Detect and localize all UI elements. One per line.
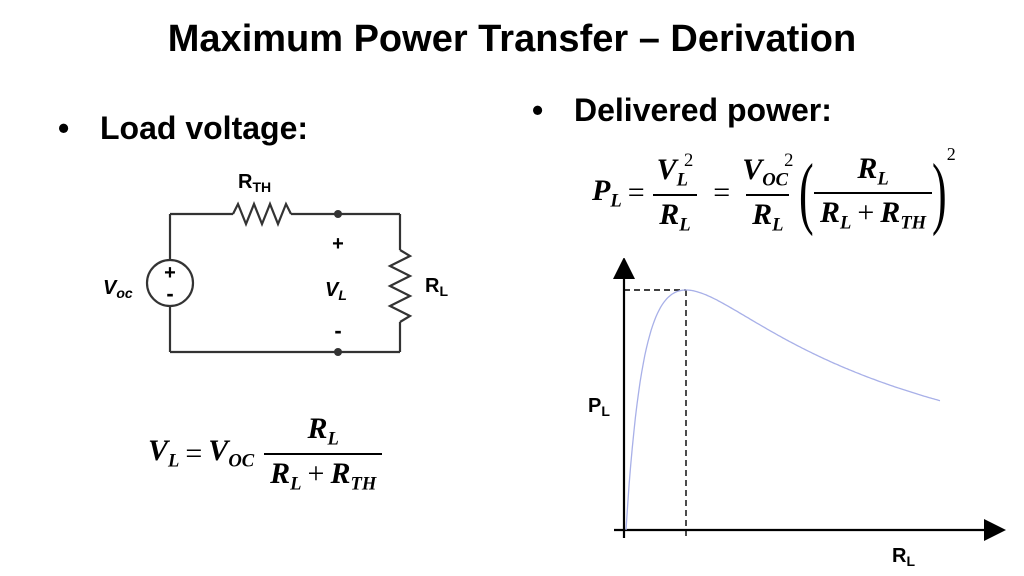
eq-paren-close: ) bbox=[932, 149, 947, 237]
eq-fraction-1: VL2 RL bbox=[651, 150, 700, 236]
eq-paren-open: ( bbox=[799, 149, 815, 237]
eq-denominator: RL+RTH bbox=[264, 452, 383, 496]
vl-label: VL bbox=[325, 279, 347, 303]
node-top bbox=[334, 210, 342, 218]
eq-fraction: RL RL+RTH bbox=[264, 412, 383, 496]
equation-delivered-power: PL = VL2 RL = VOC2 RL ( RL RL+RTH ) 2 bbox=[592, 144, 956, 237]
eq-lhs: PL bbox=[592, 173, 622, 212]
vl-minus: - bbox=[334, 318, 341, 343]
page-title: Maximum Power Transfer – Derivation bbox=[167, 18, 857, 60]
equation-load-voltage: VL = VOC RL RL+RTH bbox=[148, 412, 383, 496]
eq-numerator: VL2 bbox=[656, 150, 694, 191]
source-plus: + bbox=[164, 262, 176, 284]
power-curve-plot: PL RL bbox=[588, 258, 1006, 569]
circuit-diagram: + - + - VL RTH RL Voc bbox=[103, 171, 448, 356]
eq-equals-2: = bbox=[713, 176, 731, 209]
bullet-dot: • bbox=[532, 92, 544, 128]
eq-numerator: RL bbox=[307, 412, 339, 450]
eq-denominator: RL+RTH bbox=[814, 192, 933, 235]
eq-fraction-2: VOC2 RL bbox=[736, 150, 799, 236]
rl-label: RL bbox=[425, 275, 448, 299]
power-curve bbox=[625, 289, 941, 530]
source-minus: - bbox=[166, 281, 173, 306]
bullet-label: Load voltage: bbox=[100, 110, 309, 146]
resistor-rth bbox=[232, 201, 292, 227]
eq-fraction-3: RL RL+RTH bbox=[814, 151, 933, 235]
bullet-dot: • bbox=[58, 110, 70, 146]
eq-equals: = bbox=[627, 176, 645, 209]
eq-denominator: RL bbox=[746, 193, 790, 237]
bullet-label: Delivered power: bbox=[574, 92, 832, 128]
eq-voc: VOC bbox=[208, 434, 255, 472]
voltage-source bbox=[145, 258, 195, 308]
resistor-rl bbox=[387, 249, 413, 323]
eq-denominator: RL bbox=[653, 193, 697, 237]
eq-numerator: RL bbox=[857, 151, 889, 190]
eq-numerator: VOC2 bbox=[742, 150, 794, 191]
x-axis-label: RL bbox=[892, 545, 915, 569]
eq-lhs: VL bbox=[148, 434, 180, 472]
vl-plus: + bbox=[332, 233, 344, 255]
bullet-delivered-power: • Delivered power: bbox=[532, 92, 832, 129]
eq-outer-exponent: 2 bbox=[946, 144, 956, 164]
bullet-load-voltage: • Load voltage: bbox=[58, 110, 308, 147]
eq-equals: = bbox=[185, 436, 203, 470]
rth-label: RTH bbox=[238, 171, 271, 195]
node-bottom bbox=[334, 348, 342, 356]
y-axis-label: PL bbox=[588, 395, 610, 419]
source-label: Voc bbox=[103, 277, 133, 301]
